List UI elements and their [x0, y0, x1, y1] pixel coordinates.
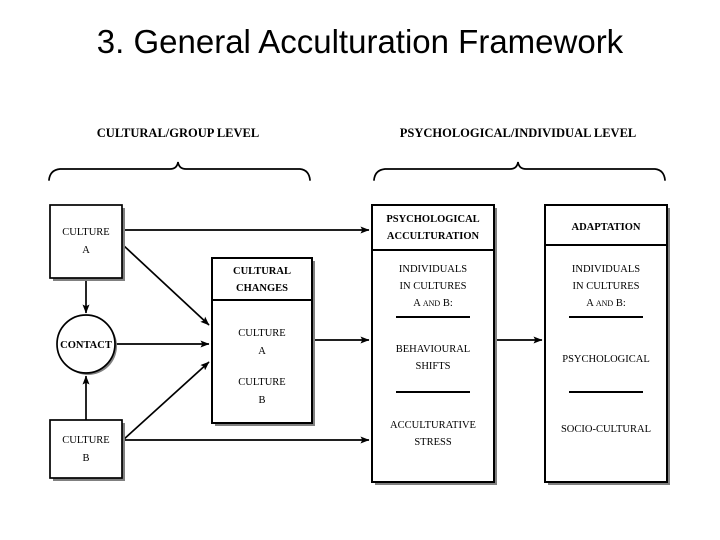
- ad-item1-b: B:: [613, 298, 626, 309]
- ad-item1-and: AND: [596, 299, 614, 308]
- cultural-changes-body-box: [211, 299, 313, 424]
- cultural-changes-header-box: [211, 257, 313, 301]
- ad-item1-a: A: [586, 298, 596, 309]
- psychological-acculturation-header-box: [371, 204, 495, 251]
- adaptation-item1-line2: IN CULTURES: [573, 281, 640, 292]
- node-psychological-acculturation[interactable]: PSYCHOLOGICAL ACCULTURATION INDIVIDUALS …: [371, 204, 497, 485]
- psychological-acculturation-item1-line2: IN CULTURES: [400, 281, 467, 292]
- contact-circle: [56, 314, 116, 374]
- cultural-changes-header-line1: CULTURAL: [233, 266, 291, 277]
- brace-psychological-individual-level: [373, 161, 666, 181]
- culture-a-box: [49, 204, 123, 279]
- adaptation-item1-line3: A AND B:: [586, 298, 626, 309]
- section-header-psychological-individual-level: PSYCHOLOGICAL/INDIVIDUAL LEVEL: [400, 126, 637, 140]
- contact-label: CONTACT: [60, 340, 112, 351]
- psychological-acculturation-item1-line1: INDIVIDUALS: [399, 264, 467, 275]
- node-contact[interactable]: CONTACT: [56, 314, 117, 375]
- psychological-acculturation-header-line1: PSYCHOLOGICAL: [386, 214, 479, 225]
- brace-cultural-group-level: [48, 161, 311, 181]
- psychological-acculturation-body-box: [371, 249, 495, 483]
- culture-b-box: [49, 419, 123, 479]
- psychological-acculturation-item1-line3: A AND B:: [413, 298, 453, 309]
- pa-item1-b: B:: [440, 298, 453, 309]
- cultural-changes-body-line2: A: [258, 346, 266, 357]
- culture-a-line1: CULTURE: [62, 227, 109, 238]
- pa-item1-a: A: [413, 298, 423, 309]
- cultural-changes-body-line3: CULTURE: [238, 377, 285, 388]
- node-culture-b[interactable]: CULTURE B: [49, 419, 125, 481]
- psychological-acculturation-header-line2: ACCULTURATION: [387, 231, 480, 242]
- arrow-culture-b-to-cultural-changes: [122, 361, 210, 441]
- culture-a-line2: A: [82, 245, 90, 256]
- adaptation-header-box: [544, 204, 668, 246]
- node-culture-a[interactable]: CULTURE A: [49, 204, 125, 281]
- node-cultural-changes[interactable]: CULTURAL CHANGES CULTURE A CULTURE B: [211, 257, 315, 426]
- adaptation-item2: PSYCHOLOGICAL: [562, 354, 650, 365]
- page-title: 3. General Acculturation Framework: [96, 23, 624, 60]
- pa-item1-and: AND: [423, 299, 441, 308]
- psychological-acculturation-item2-line2: SHIFTS: [415, 361, 450, 372]
- psychological-acculturation-item2-line1: BEHAVIOURAL: [396, 344, 470, 355]
- cultural-changes-header-line2: CHANGES: [236, 283, 288, 294]
- adaptation-header: ADAPTATION: [571, 222, 640, 233]
- section-header-cultural-group-level: CULTURAL/GROUP LEVEL: [97, 126, 259, 140]
- culture-b-line2: B: [82, 453, 89, 464]
- adaptation-item1-line1: INDIVIDUALS: [572, 264, 640, 275]
- arrow-culture-a-to-cultural-changes: [122, 244, 210, 326]
- node-adaptation[interactable]: ADAPTATION INDIVIDUALS IN CULTURES A AND…: [544, 204, 670, 485]
- adaptation-body-box: [544, 244, 668, 483]
- culture-b-line1: CULTURE: [62, 435, 109, 446]
- psychological-acculturation-item3-line1: ACCULTURATIVE: [390, 420, 476, 431]
- psychological-acculturation-item3-line2: STRESS: [414, 437, 452, 448]
- cultural-changes-body-line1: CULTURE: [238, 328, 285, 339]
- adaptation-item3: SOCIO-CULTURAL: [561, 424, 651, 435]
- cultural-changes-body-line4: B: [258, 395, 265, 406]
